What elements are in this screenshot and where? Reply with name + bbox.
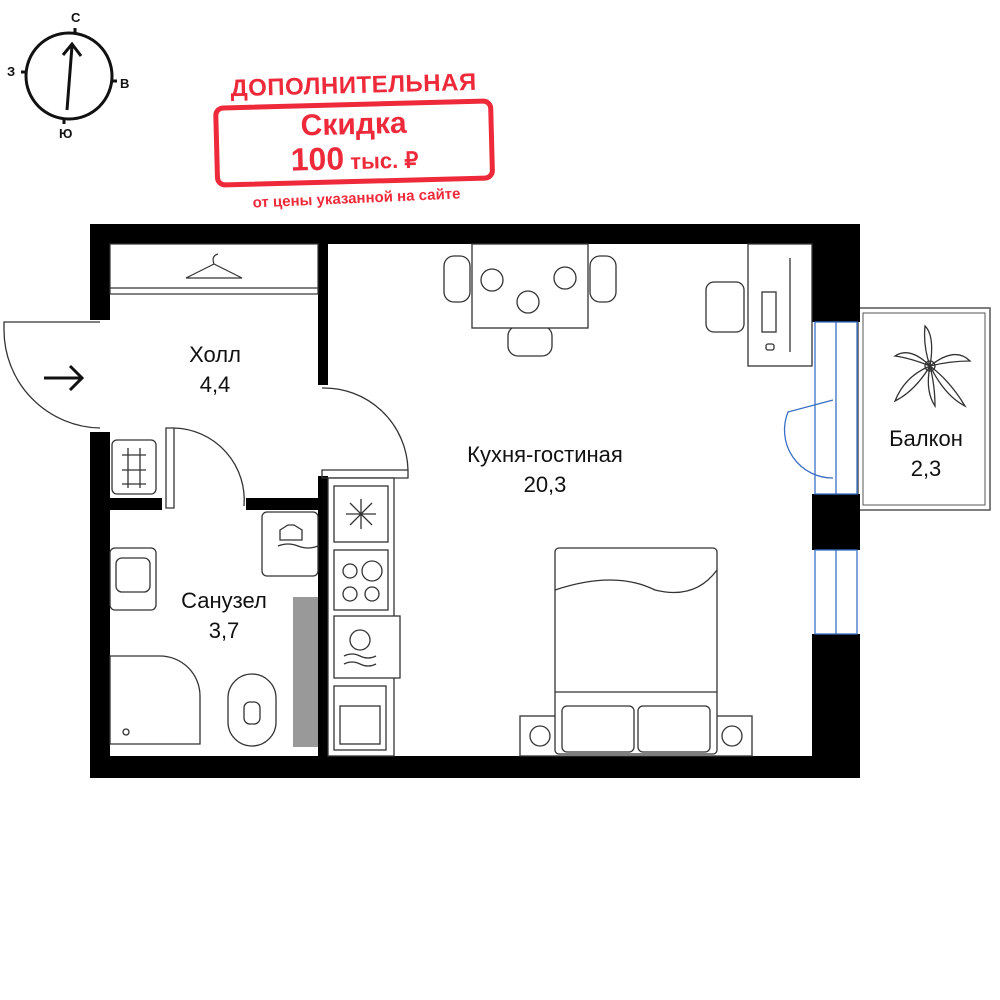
- stamp-amount: 100: [290, 140, 345, 178]
- compass-west: З: [7, 64, 16, 79]
- compass-south: Ю: [59, 126, 73, 141]
- entrance-arrow-icon: [44, 364, 85, 392]
- room-area: 2,3: [910, 456, 942, 481]
- room-name: Холл: [189, 342, 241, 367]
- room-area: 4,4: [199, 372, 231, 397]
- room-name: Балкон: [889, 426, 963, 451]
- palm-plant-icon: [893, 324, 972, 409]
- stamp-box: Скидка 100 тыс. ₽: [213, 98, 496, 188]
- dining-table: [443, 243, 617, 357]
- compass-icon: [21, 28, 117, 124]
- kitchen-door[interactable]: [321, 387, 409, 479]
- desk: [705, 243, 813, 367]
- room-label-hall: Холл 4,4: [160, 340, 270, 400]
- bathroom-door[interactable]: [165, 427, 245, 509]
- compass-east: В: [120, 76, 130, 91]
- room-label-kitchen-living: Кухня-гостиная 20,3: [440, 440, 650, 500]
- shaft: [293, 597, 318, 747]
- bathroom-fixtures: [109, 439, 319, 747]
- window[interactable]: [783, 321, 858, 635]
- room-name: Кухня-гостиная: [467, 442, 623, 467]
- bed: [519, 547, 753, 757]
- compass-north: С: [71, 10, 81, 25]
- entrance-door[interactable]: [3, 321, 101, 429]
- room-area: 20,3: [523, 472, 567, 497]
- wardrobe: [109, 243, 319, 295]
- room-area: 3,7: [208, 618, 240, 643]
- kitchen-units: [327, 477, 401, 757]
- stamp-unit: тыс. ₽: [349, 147, 419, 175]
- room-label-bathroom: Санузел 3,7: [165, 586, 283, 646]
- walls: [90, 224, 860, 778]
- balcony-outline: [857, 307, 991, 511]
- room-label-balcony: Балкон 2,3: [870, 424, 982, 484]
- discount-stamp: ДОПОЛНИТЕЛЬНАЯ Скидка 100 тыс. ₽ от цены…: [208, 68, 501, 212]
- room-name: Санузел: [181, 588, 267, 613]
